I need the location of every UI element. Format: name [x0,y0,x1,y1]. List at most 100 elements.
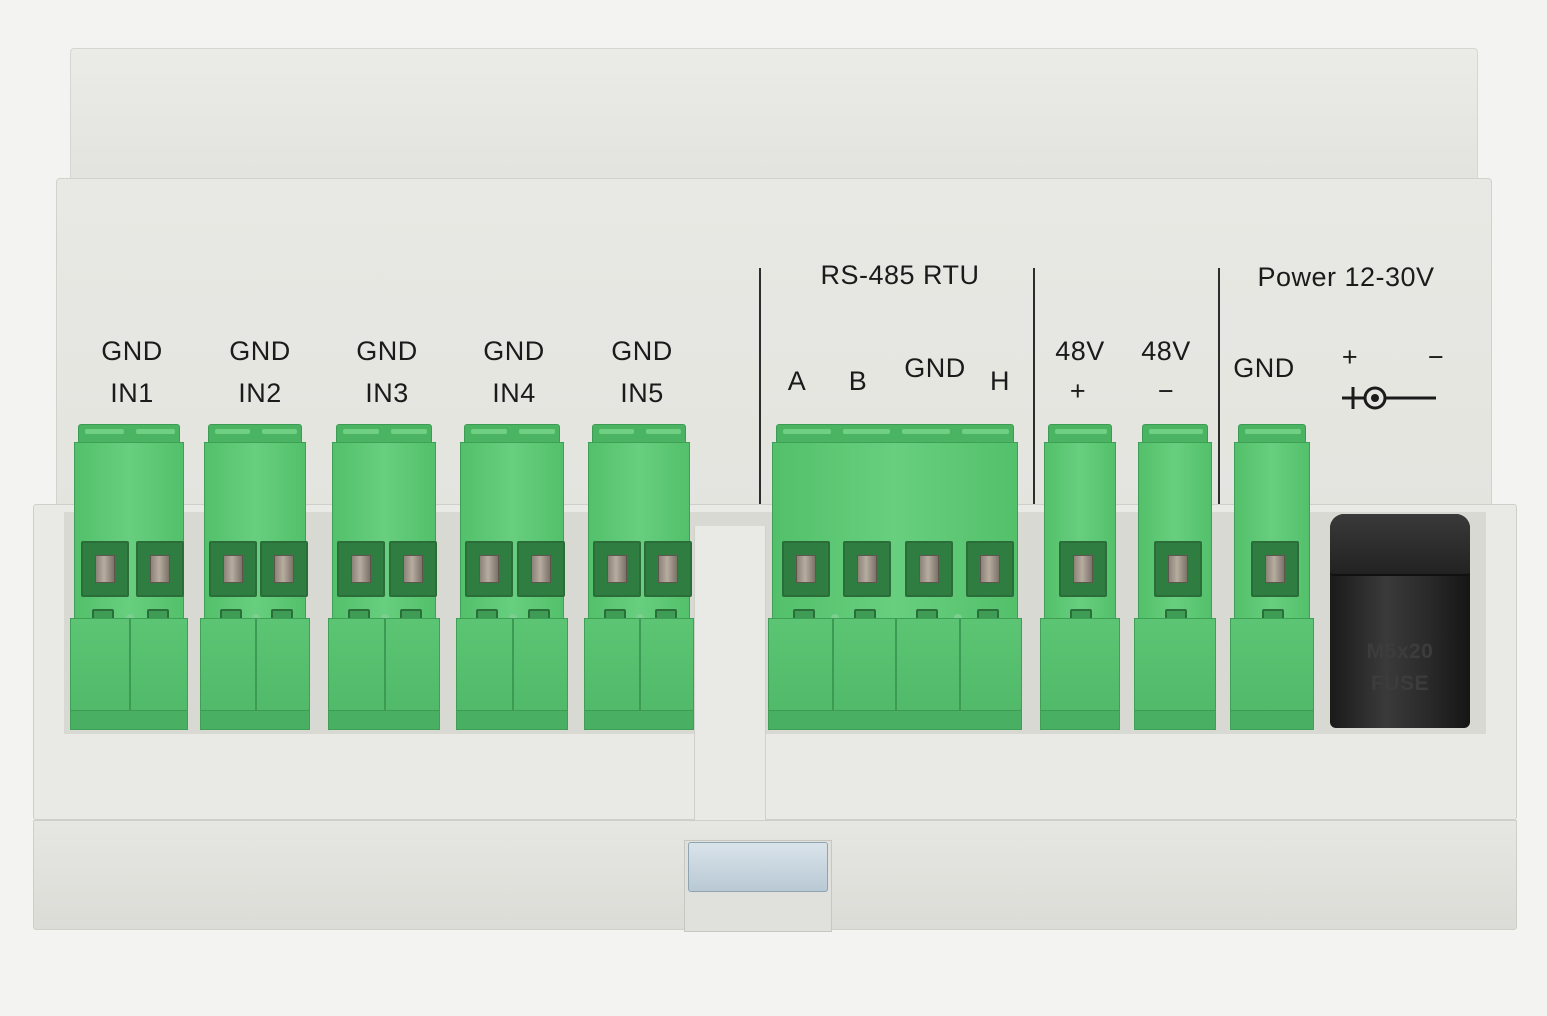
screw-icon [94,555,115,583]
screw-terminal[interactable] [135,541,184,597]
screw-terminal[interactable] [389,541,437,597]
in5-label: IN5 [620,378,664,408]
out48v-plus-sign: + [1069,376,1087,406]
section-divider-rs485 [759,268,761,504]
plug-band [769,710,1021,729]
plug-band [1231,710,1313,729]
plug-band [71,710,187,729]
in4-label: IN4 [492,378,536,408]
screw-terminal[interactable] [337,541,385,597]
terminal-in4[interactable] [456,424,568,730]
in3-label: IN3 [365,378,409,408]
terminal-power-gnd[interactable] [1230,424,1314,730]
screw-terminal[interactable] [517,541,565,597]
in3-gnd-label: GND [356,336,418,366]
plug-band [1041,710,1119,729]
plug-seam [831,619,834,729]
screw-terminal[interactable] [643,541,692,597]
plug-band [329,710,439,729]
screw-terminal[interactable] [208,541,257,597]
plug-seam [958,619,961,729]
screw-icon [273,555,294,583]
power-title: Power 12-30V [1257,262,1435,292]
plug-band [457,710,567,729]
screw-terminal[interactable] [1059,541,1107,597]
rs485-gnd-label: GND [904,353,966,383]
power-plus-label: + [1341,342,1359,372]
screw-icon [403,555,423,583]
terminal-in5[interactable] [584,424,694,730]
screw-terminal[interactable] [904,541,953,597]
fuse-label: FUSE [1370,672,1429,695]
out48v-minus-sign: − [1157,376,1175,406]
screw-terminal[interactable] [1154,541,1202,597]
screw-icon [222,555,243,583]
terminal-plug[interactable] [1040,618,1120,730]
screw-icon [351,555,371,583]
in5-gnd-label: GND [611,336,673,366]
in2-gnd-label: GND [229,336,291,366]
screw-terminal[interactable] [259,541,308,597]
plug-seam [129,619,131,729]
terminal-body [588,442,692,629]
section-divider-power [1218,268,1220,504]
fuse-cap[interactable] [1330,514,1470,576]
terminal-body [1234,442,1310,629]
terminal-plug[interactable] [200,618,310,730]
rs485-a-label: A [787,366,807,396]
terminal-body [772,442,1018,629]
in4-gnd-label: GND [483,336,545,366]
plug-band [1135,710,1215,729]
plug-seam [384,619,386,729]
plug-seam [639,619,641,729]
terminal-plug[interactable] [584,618,694,730]
in2-label: IN2 [238,378,282,408]
power-minus-label: − [1427,342,1445,372]
terminal-in2[interactable] [200,424,310,730]
rs485-b-label: B [848,366,868,396]
center-divider [694,526,766,826]
screw-icon [149,555,170,583]
rs485-h-label: H [990,366,1010,396]
screw-icon [918,555,939,583]
screw-terminal[interactable] [843,541,892,597]
screw-terminal[interactable] [966,541,1015,597]
terminal-plug[interactable] [328,618,440,730]
terminal-in1[interactable] [70,424,188,730]
plug-seam [255,619,257,729]
terminal-plug[interactable] [768,618,1022,730]
screw-icon [479,555,499,583]
terminal-48v-minus[interactable] [1134,424,1216,730]
terminal-plug[interactable] [456,618,568,730]
terminal-plug[interactable] [1134,618,1216,730]
rs485-title: RS-485 RTU [820,260,980,290]
screw-terminal[interactable] [781,541,830,597]
terminal-rs485[interactable] [768,424,1022,730]
din-rail-clip[interactable] [688,842,828,892]
terminal-in3[interactable] [328,424,440,730]
section-divider-48v [1033,268,1035,504]
screw-terminal[interactable] [465,541,513,597]
screw-icon [1265,555,1285,583]
in1-label: IN1 [110,378,154,408]
terminal-plug[interactable] [1230,618,1314,730]
screw-icon [857,555,878,583]
screw-terminal[interactable] [592,541,641,597]
terminal-48v-plus[interactable] [1040,424,1120,730]
in1-gnd-label: GND [101,336,163,366]
terminal-body [1138,442,1212,629]
screw-icon [657,555,678,583]
screw-terminal[interactable] [1251,541,1299,597]
out48v-plus-label: 48V [1055,336,1105,366]
screw-icon [1073,555,1093,583]
terminal-body [74,442,184,629]
terminal-plug[interactable] [70,618,188,730]
screw-icon [795,555,816,583]
screw-icon [606,555,627,583]
power-gnd-label: GND [1233,353,1295,383]
screw-icon [1168,555,1188,583]
screw-icon [980,555,1001,583]
dc-polarity-icon [1342,386,1436,410]
screw-terminal[interactable] [80,541,129,597]
fuse-rating-label: M5x20 [1366,640,1434,663]
